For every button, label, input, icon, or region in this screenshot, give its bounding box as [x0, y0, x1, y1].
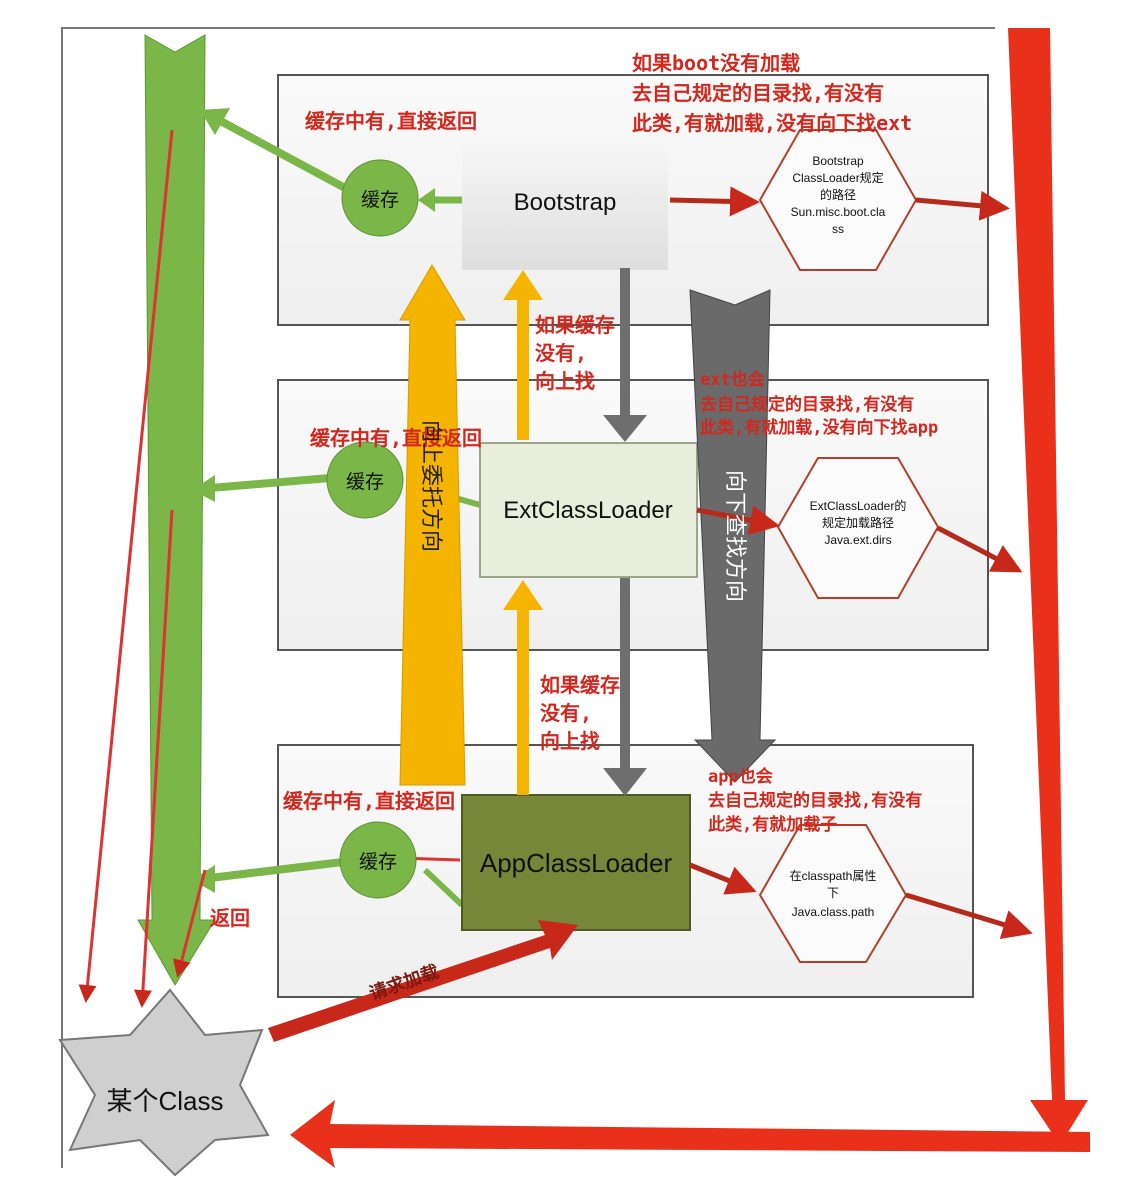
svg-text:Bootstrap: Bootstrap [812, 154, 864, 168]
svg-text:此类,有就加载子: 此类,有就加载子 [708, 814, 837, 835]
svg-text:向上找: 向上找 [540, 729, 600, 753]
svg-text:Sun.misc.boot.cla: Sun.misc.boot.cla [791, 205, 886, 219]
down-arrow [603, 415, 647, 442]
app-box [461, 794, 691, 931]
cache-label: 缓存 [361, 189, 399, 211]
ext-box [479, 442, 698, 578]
ext-note: ext也会 [700, 369, 765, 390]
bootstrap-box [462, 135, 668, 270]
bootstrap-note: 如果boot没有加载 [632, 51, 800, 75]
arrow [213, 114, 347, 192]
cache-label: 缓存 [359, 851, 397, 873]
svg-text:此类,有就加载,没有向下找app: 此类,有就加载,没有向下找app [700, 417, 938, 438]
red-down-arrow [1008, 28, 1088, 1145]
delegate-up-label: 向上委托方向 [418, 420, 443, 552]
svg-text:下: 下 [827, 886, 839, 900]
cache-circle [339, 821, 417, 899]
cache-hit-label: 缓存中有,直接返回 [305, 109, 477, 133]
up-arrow [503, 270, 543, 300]
cache-circle [341, 159, 419, 237]
ext-path-hex [776, 457, 940, 599]
svg-text:ss: ss [832, 222, 844, 236]
class-star [58, 988, 270, 1177]
frame [61, 27, 995, 1168]
cache-miss-label: 如果缓存 [535, 313, 615, 337]
app-note: app也会 [708, 766, 773, 787]
svg-text:向上找: 向上找 [535, 369, 595, 393]
svg-text:去自己规定的目录找,有没有: 去自己规定的目录找,有没有 [700, 394, 914, 415]
svg-text:没有,: 没有, [535, 341, 587, 365]
svg-text:此类,有就加载,没有向下找ext: 此类,有就加载,没有向下找ext [632, 111, 912, 135]
bootstrap-label: Bootstrap [514, 189, 617, 216]
up-arrow [503, 580, 543, 610]
cache-miss-label: 如果缓存 [540, 673, 620, 697]
delegate-up-arrow [399, 264, 466, 786]
svg-text:Java.ext.dirs: Java.ext.dirs [824, 533, 891, 547]
cache-label: 缓存 [346, 471, 384, 493]
request-arrow [268, 920, 578, 1042]
down-arrow [603, 768, 647, 796]
cache-circle [326, 441, 404, 519]
search-down-label: 向下查找方向 [722, 470, 747, 602]
ext-label: ExtClassLoader [503, 497, 672, 524]
app-label: AppClassLoader [480, 848, 673, 878]
cache-hit-label: 缓存中有,直接返回 [310, 426, 482, 450]
svg-text:的路径: 的路径 [820, 187, 856, 202]
svg-text:去自己规定的目录找,有没有: 去自己规定的目录找,有没有 [632, 81, 884, 105]
svg-text:在classpath属性: 在classpath属性 [790, 869, 877, 883]
red-left-arrow [290, 1100, 1090, 1168]
cache-hit-label: 缓存中有,直接返回 [283, 789, 455, 813]
svg-text:ExtClassLoader的: ExtClassLoader的 [810, 498, 907, 513]
search-down-arrow [689, 289, 777, 783]
svg-text:没有,: 没有, [540, 701, 592, 725]
class-label: 某个Class [106, 1086, 223, 1116]
svg-text:去自己规定的目录找,有没有: 去自己规定的目录找,有没有 [708, 790, 922, 811]
svg-text:规定加载路径: 规定加载路径 [822, 515, 894, 530]
svg-text:Java.class.path: Java.class.path [792, 905, 875, 919]
svg-text:ClassLoader规定: ClassLoader规定 [792, 170, 883, 185]
return-label: 返回 [210, 906, 250, 930]
green-return-arrow [137, 34, 216, 986]
